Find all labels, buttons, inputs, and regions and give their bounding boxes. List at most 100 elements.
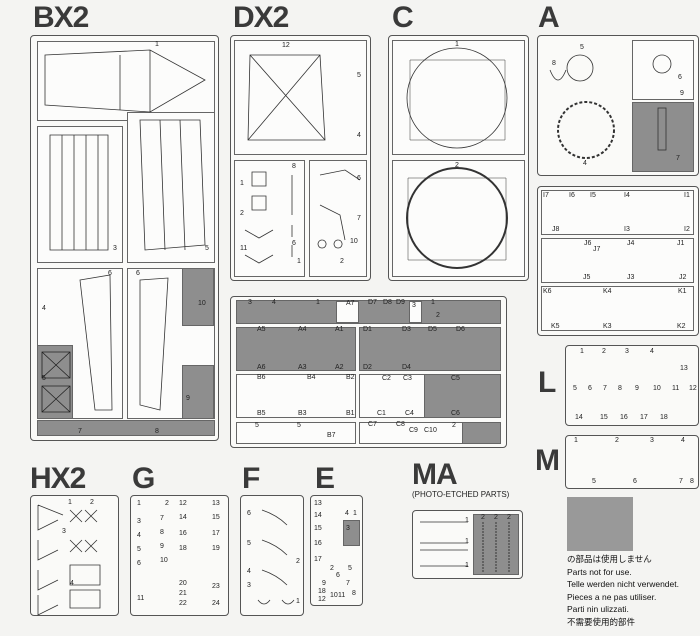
hx2-part-label: 3 [62,528,66,535]
abcd-part-label: 2 [436,312,440,319]
legend-zh: 不需要使用的部件 [567,616,636,627]
f-part-label: 3 [247,582,251,589]
abcd-part-label: C1 [377,410,386,417]
ijk-part-label: I5 [590,192,596,199]
ijk-part-label: J7 [593,246,601,253]
abcd-part-label: C7 [368,421,377,428]
l-part-label: 8 [618,385,622,392]
sprue-hx2 [30,495,119,616]
f-part-label: 2 [296,558,300,565]
dx2-part-label: 2 [240,210,244,217]
ma-etched-chains [482,522,510,572]
abcd-part-label: C6 [451,410,460,417]
l-part-label: 10 [653,385,661,392]
ijk-part-label: I4 [624,192,630,199]
abcd-part-label: A5 [257,326,266,333]
abcd-part-label: 1 [316,299,320,306]
g-part-label: 5 [137,546,141,553]
e-part-label: 9 [322,580,326,587]
e-part-label: 10 [330,592,338,599]
ma-part-label: 1 [465,517,469,524]
sprue-header-f: F [242,462,260,495]
bx2-part-label: 7 [78,428,82,435]
bx2-part-label: 9 [186,395,190,402]
bx2-part-label: 6 [136,270,140,277]
abcd-part-label: B4 [307,374,316,381]
sprue-header-hx2: HX2 [30,462,86,495]
dx2-part-label: 4 [357,132,361,139]
dx2-part-label: 11 [240,245,248,252]
a-part-7 [657,107,667,151]
dx2-part-label: 6 [357,175,361,182]
c-panel-1 [392,40,525,155]
abcd-part-label: C3 [403,375,412,382]
ijk-part-label: K5 [551,323,560,330]
abcd-part-label: B3 [298,410,307,417]
a-panel-6 [632,40,694,100]
e-part-label: 11 [338,592,346,599]
l-part-label: 14 [575,414,583,421]
ijk-part-label: K4 [603,288,612,295]
dx2-part-label: 6 [292,240,296,247]
sprue-f [240,495,304,616]
e-part-label: 3 [346,525,350,532]
m-part-label: 2 [615,437,619,444]
bx2-part-label: 4 [42,305,46,312]
ijk-part-label: J6 [584,240,592,247]
sprue-header-a: A [538,1,560,34]
dx2-panel-12 [234,40,367,155]
g-part-label: 3 [137,518,141,525]
abcd-part-label: D1 [363,326,372,333]
a-part-8 [549,69,567,81]
e-part-label: 16 [314,540,322,547]
ma-part-label: 2 [494,514,498,521]
ijk-part-label: K2 [677,323,686,330]
abcd-panel-b [236,374,356,418]
e-part-label: 2 [330,565,334,572]
g-part-label: 19 [212,545,220,552]
abcd-part-label: D2 [363,364,372,371]
l-part-label: 3 [625,348,629,355]
g-part-label: 23 [212,583,220,590]
ma-placeholder [420,528,500,556]
a-part-label: 6 [678,74,682,81]
g-part-label: 11 [137,595,145,602]
abcd-part-label: D4 [402,364,411,371]
ma-etched-rods [420,521,468,567]
ma-part-label: 2 [507,514,511,521]
ijk-part-label: K6 [543,288,552,295]
dx2-part-label: 10 [350,238,358,245]
bx2-part-label: 8 [155,428,159,435]
bx2-unused-block [37,345,73,419]
c-turret-ring-2 [406,167,508,269]
bx2-part-label: 10 [198,300,206,307]
abcd-part-label: C2 [382,375,391,382]
abcd-part-label: A1 [335,326,344,333]
e-part-label: 4 [345,510,349,517]
sprue-g [130,495,229,616]
bx2-part-label: 5 [42,375,46,382]
abcd-part-label: C4 [405,410,414,417]
ijk-panel-k [541,286,694,331]
bx2-part-label: 1 [155,41,159,48]
abcd-panel-b7 [236,422,356,444]
m-part-label: 5 [592,478,596,485]
ijk-part-label: J3 [627,274,635,281]
l-part-label: 17 [640,414,648,421]
g-part-label: 12 [179,500,187,507]
ijk-part-label: J1 [677,240,685,247]
ijk-part-label: K1 [678,288,687,295]
abcd-part-label: C9 [409,427,418,434]
e-part-label: 14 [314,512,322,519]
l-part-label: 4 [650,348,654,355]
e-part-label: 1 [353,510,357,517]
hx2-part-label: 4 [70,580,74,587]
g-part-label: 6 [137,560,141,567]
dx2-part-label: 1 [240,180,244,187]
dx2-part-label: 8 [292,163,296,170]
sprue-e [310,495,363,606]
dx2-part-label: 2 [340,258,344,265]
abcd-part-label: C8 [396,421,405,428]
legend-de: Telle werden nicht verwendet. [567,579,679,589]
g-part-label: 9 [160,543,164,550]
